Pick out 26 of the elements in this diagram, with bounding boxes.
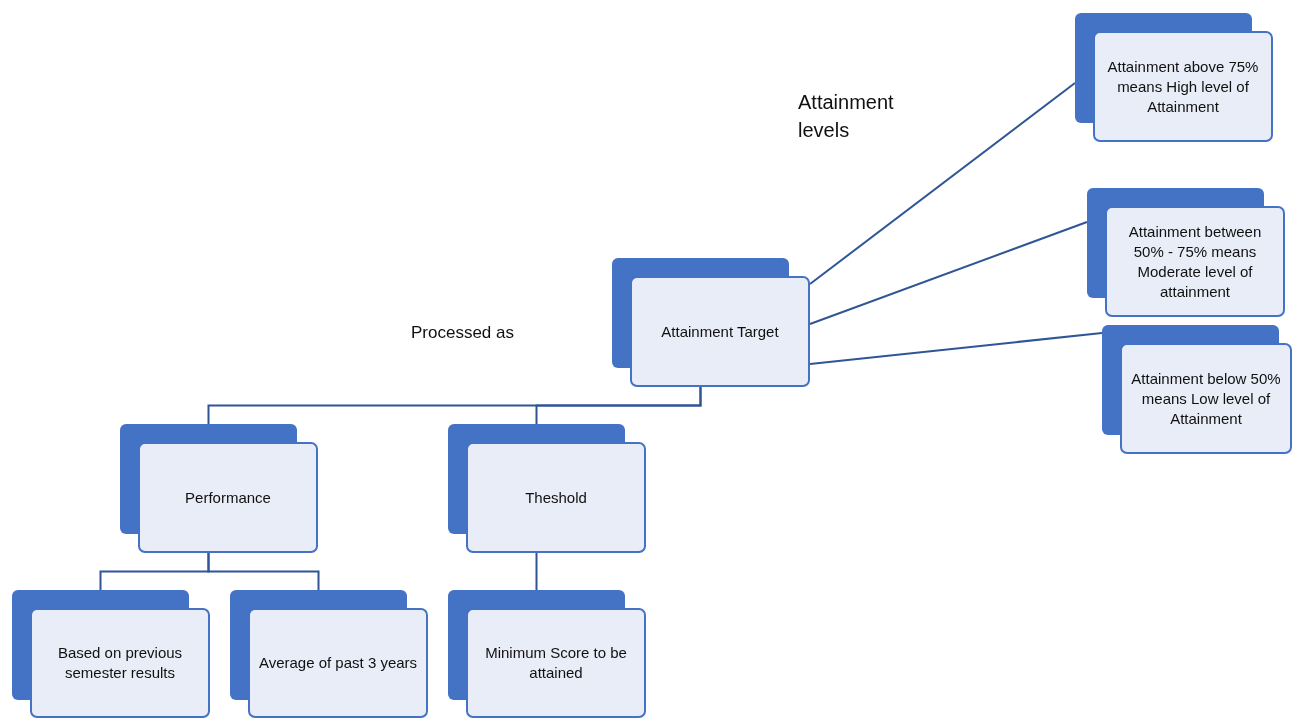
process-box	[448, 590, 646, 718]
connector-line	[535, 552, 538, 591]
box-text: Attainment below 50% means Low level of Attainment	[1130, 368, 1282, 429]
process-box	[12, 590, 210, 718]
process-box	[448, 424, 646, 553]
box-text: Attainment above 75% means High level of Attainment	[1106, 56, 1260, 117]
process-box	[1087, 188, 1285, 317]
connector-line	[809, 332, 1103, 365]
process-box	[612, 258, 810, 387]
box-text: Theshold	[525, 487, 587, 508]
connector-line	[535, 386, 702, 425]
box-text: Attainment Target	[661, 321, 779, 342]
annotation-text: Attainment levels	[798, 90, 895, 143]
process-box	[230, 590, 428, 718]
box-text: Performance	[185, 487, 271, 508]
connector-line	[207, 552, 320, 591]
process-box	[1075, 13, 1273, 142]
annotation-text: Processed as	[411, 322, 515, 344]
box-text: Based on previous semester results	[56, 643, 184, 683]
box-text: Average of past 3 years	[258, 653, 418, 673]
box-text: Minimum Score to be attained	[484, 643, 628, 683]
process-box	[120, 424, 318, 553]
connector-line	[809, 82, 1076, 285]
connector-line	[809, 221, 1088, 325]
box-text: Attainment between 50% - 75% means Moderate level of attainment	[1127, 221, 1263, 302]
process-box	[1102, 325, 1292, 454]
